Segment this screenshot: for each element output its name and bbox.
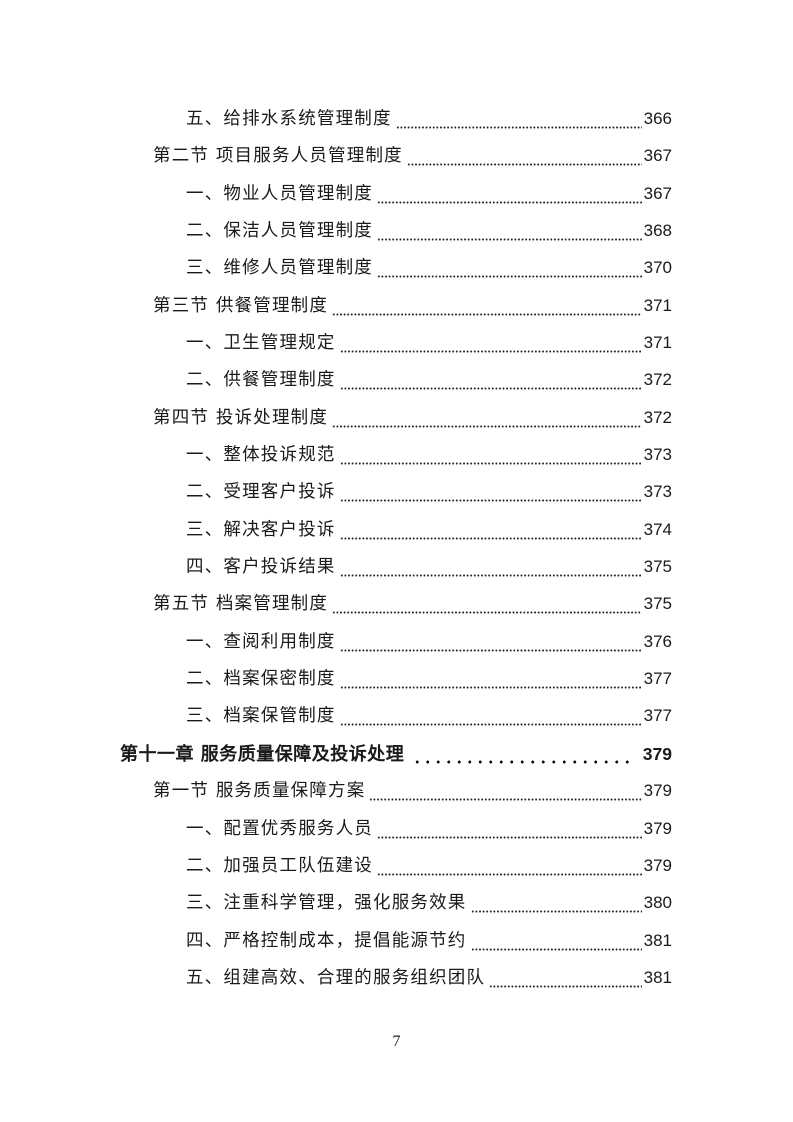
toc-entry-page: 371 <box>643 296 672 315</box>
toc-entry[interactable]: 一、物业人员管理制度 367 <box>186 180 672 210</box>
toc-entry[interactable]: 第四节 投诉处理制度 372 <box>153 404 672 434</box>
toc-entry-page: 368 <box>643 221 672 240</box>
toc-entry[interactable]: 第三节 供餐管理制度 371 <box>153 292 672 322</box>
toc-entry[interactable]: 三、档案保管制度 377 <box>186 702 672 732</box>
toc-entry[interactable]: 二、档案保密制度 377 <box>186 665 672 695</box>
toc-entry[interactable]: 五、给排水系统管理制度 366 <box>186 105 672 135</box>
toc-entry[interactable]: 二、供餐管理制度 372 <box>186 366 672 396</box>
toc-entry-page: 370 <box>643 258 672 277</box>
dot-leader <box>395 125 642 129</box>
toc-entry-page: 381 <box>643 931 672 950</box>
toc-entry[interactable]: 二、保洁人员管理制度 368 <box>186 217 672 247</box>
toc-entry-title: 二、受理客户投诉 <box>186 482 336 502</box>
toc-entry-title: 第二节 项目服务人员管理制度 <box>153 146 403 166</box>
toc-entry[interactable]: 四、客户投诉结果 375 <box>186 553 672 583</box>
toc-entry-page: 381 <box>643 968 672 987</box>
dot-leader <box>412 760 631 764</box>
toc-entry-title: 三、维修人员管理制度 <box>186 258 373 278</box>
toc-entry-title: 三、注重科学管理，强化服务效果 <box>186 893 467 913</box>
dot-leader <box>377 872 642 876</box>
toc-entry-page: 379 <box>643 856 672 875</box>
dot-leader <box>332 610 642 614</box>
toc-entry-page: 379 <box>643 819 672 838</box>
page-number: 7 <box>392 1033 401 1050</box>
dot-leader <box>377 237 642 241</box>
toc-entry-page: 376 <box>643 632 672 651</box>
toc-entry-page: 367 <box>643 146 672 165</box>
dot-leader <box>332 312 642 316</box>
dot-leader <box>489 984 642 988</box>
toc-entry[interactable]: 三、注重科学管理，强化服务效果 380 <box>186 889 672 919</box>
toc-entry[interactable]: 四、严格控制成本，提倡能源节约 381 <box>186 927 672 957</box>
dot-leader <box>406 162 642 166</box>
toc-entry-page: 379 <box>643 781 672 800</box>
dot-leader <box>339 536 642 540</box>
dot-leader <box>470 909 642 913</box>
dot-leader <box>339 648 642 652</box>
toc-entry-page: 375 <box>643 594 672 613</box>
dot-leader <box>339 461 642 465</box>
toc-entry-page: 373 <box>643 482 672 501</box>
toc-entry-title: 四、客户投诉结果 <box>186 557 336 577</box>
toc-entry-title: 三、解决客户投诉 <box>186 520 336 540</box>
toc-entry-title: 第十一章 服务质量保障及投诉处理 <box>120 744 405 765</box>
toc-entry[interactable]: 三、解决客户投诉 374 <box>186 516 672 546</box>
toc-entry[interactable]: 一、整体投诉规范 373 <box>186 441 672 471</box>
toc-entry-page: 371 <box>643 333 672 352</box>
toc-entry-title: 一、查阅利用制度 <box>186 632 336 652</box>
toc-entry[interactable]: 三、维修人员管理制度 370 <box>186 254 672 284</box>
toc-entry[interactable]: 二、加强员工队伍建设 379 <box>186 852 672 882</box>
toc-entry-page: 377 <box>643 706 672 725</box>
toc-entry[interactable]: 第一节 服务质量保障方案 379 <box>153 777 672 807</box>
dot-leader <box>470 947 642 951</box>
toc-entry-title: 四、严格控制成本，提倡能源节约 <box>186 931 467 951</box>
toc-entry-title: 三、档案保管制度 <box>186 706 336 726</box>
dot-leader <box>339 573 642 577</box>
toc-entry-title: 二、档案保密制度 <box>186 669 336 689</box>
toc-entry-title: 二、保洁人员管理制度 <box>186 221 373 241</box>
toc-entry-title: 第四节 投诉处理制度 <box>153 408 329 428</box>
toc-entry-page: 377 <box>643 669 672 688</box>
toc-entry-title: 第三节 供餐管理制度 <box>153 296 329 316</box>
dot-leader <box>377 200 642 204</box>
toc-entry[interactable]: 二、受理客户投诉 373 <box>186 478 672 508</box>
toc-entry[interactable]: 一、配置优秀服务人员 379 <box>186 815 672 845</box>
dot-leader <box>369 797 642 801</box>
toc-entry-page: 367 <box>643 184 672 203</box>
toc-entry[interactable]: 一、卫生管理规定 371 <box>186 329 672 359</box>
dot-leader <box>339 386 642 390</box>
toc-entry-title: 一、物业人员管理制度 <box>186 184 373 204</box>
toc-entry-title: 第五节 档案管理制度 <box>153 594 329 614</box>
toc-entry-title: 一、配置优秀服务人员 <box>186 819 373 839</box>
toc-entry[interactable]: 第五节 档案管理制度 375 <box>153 590 672 620</box>
toc-entry-page: 372 <box>643 408 672 427</box>
toc-entry-page: 366 <box>643 109 672 128</box>
toc-entry-page: 375 <box>643 557 672 576</box>
dot-leader <box>339 685 642 689</box>
dot-leader <box>339 498 642 502</box>
toc-entry-page: 372 <box>643 370 672 389</box>
toc-entry-page: 374 <box>643 520 672 539</box>
toc-entry-title: 二、供餐管理制度 <box>186 370 336 390</box>
toc-entry[interactable]: 一、查阅利用制度 376 <box>186 628 672 658</box>
toc-entry[interactable]: 第二节 项目服务人员管理制度 367 <box>153 142 672 172</box>
dot-leader <box>339 722 642 726</box>
toc-entry-page: 379 <box>642 744 672 764</box>
dot-leader <box>377 835 642 839</box>
dot-leader <box>332 424 642 428</box>
toc-entry[interactable]: 五、组建高效、合理的服务组织团队 381 <box>186 964 672 994</box>
toc-entry-title: 二、加强员工队伍建设 <box>186 856 373 876</box>
dot-leader <box>377 274 642 278</box>
toc-entry-title: 第一节 服务质量保障方案 <box>153 781 366 801</box>
toc-entry-page: 373 <box>643 445 672 464</box>
toc-entry-title: 五、给排水系统管理制度 <box>186 109 392 129</box>
dot-leader <box>339 349 642 353</box>
toc-chapter-entry[interactable]: 第十一章 服务质量保障及投诉处理 379 <box>120 740 672 770</box>
toc-entry-page: 380 <box>643 893 672 912</box>
toc-entry-title: 一、整体投诉规范 <box>186 445 336 465</box>
toc-entry-title: 一、卫生管理规定 <box>186 333 336 353</box>
toc-entry-title: 五、组建高效、合理的服务组织团队 <box>186 968 486 988</box>
